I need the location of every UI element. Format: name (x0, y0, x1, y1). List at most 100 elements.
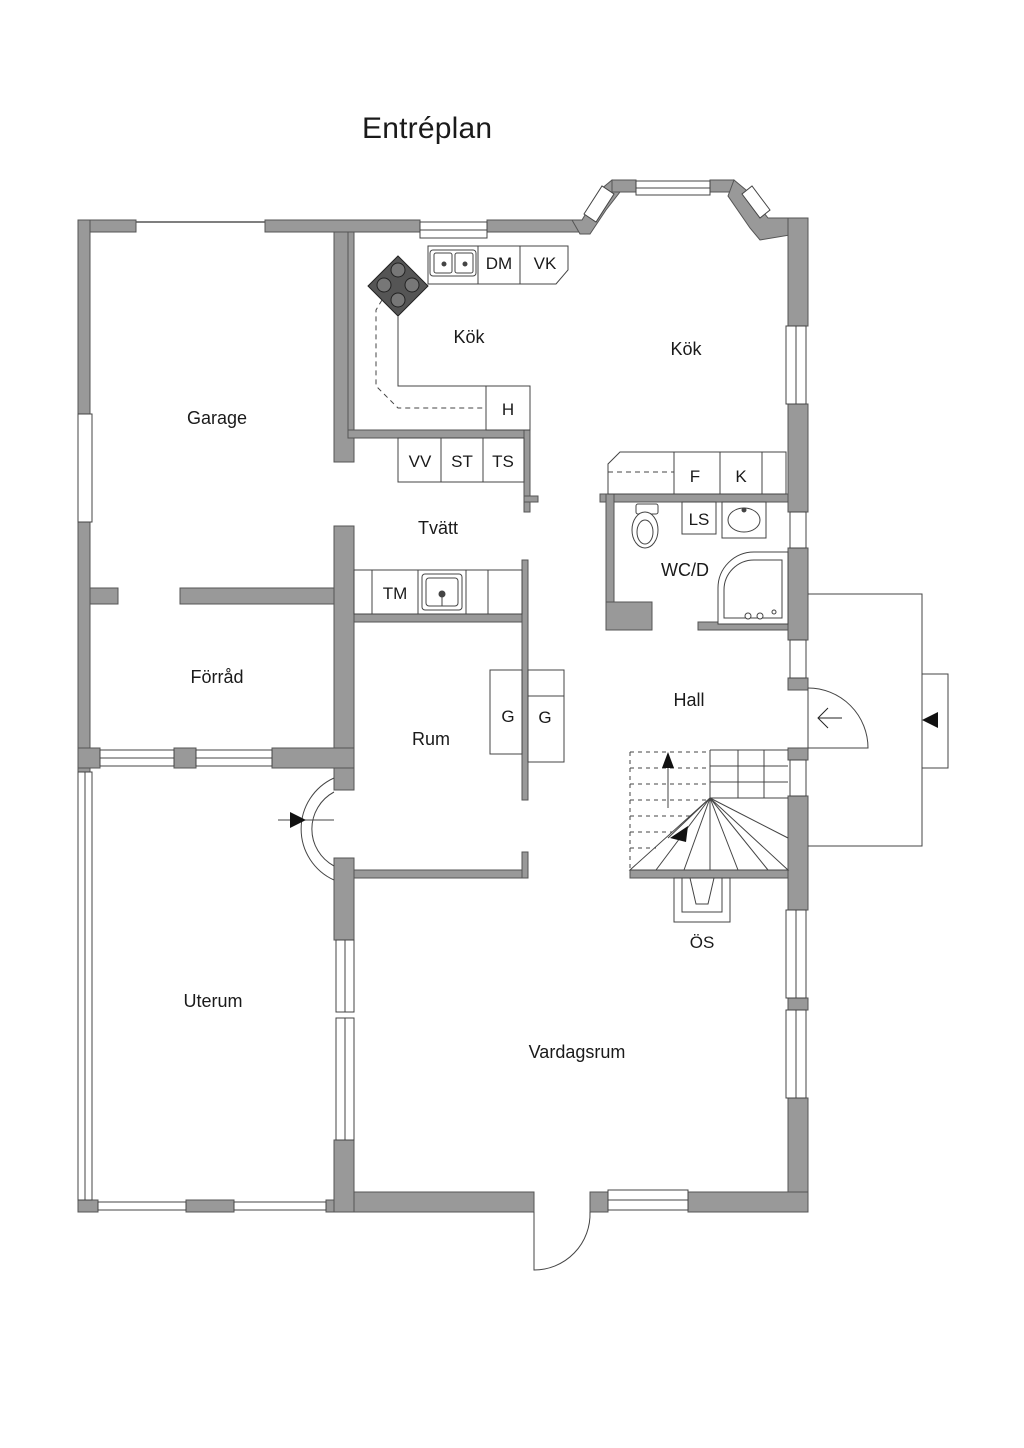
wall-uterum-bottom-2 (185, 1199, 235, 1213)
label-vv: VV (409, 452, 432, 471)
label-g-left: G (501, 707, 514, 726)
wall-right-2 (787, 403, 809, 513)
wall-outer-top-mid (264, 219, 421, 233)
double-sink-icon (429, 249, 477, 277)
wall-bottom-1 (333, 1191, 535, 1213)
porch-outline (808, 593, 923, 847)
wall-uterum-right-2 (333, 1139, 355, 1213)
label-wc: WC/D (661, 560, 709, 580)
window-garage-left (77, 413, 93, 523)
wall-rum-bottom-stub (521, 851, 529, 879)
wall-kitchen-stub-end (523, 495, 539, 503)
wall-right-5 (787, 747, 809, 761)
wall-rum-right (521, 559, 529, 801)
entrance-door-swing (807, 687, 869, 749)
shower-icon (717, 551, 789, 625)
ls-cabinet (681, 501, 717, 535)
wall-uterum-right-1 (333, 857, 355, 941)
label-garage: Garage (187, 408, 247, 428)
fixture-labels: DM VK H VV ST TS F K LS TM G G ÖS (383, 254, 748, 952)
wall-right-1 (787, 217, 809, 327)
wall-bay-top-left (611, 179, 637, 193)
label-forrad: Förråd (190, 667, 243, 687)
washbasin-icon (721, 501, 767, 539)
door-uterum-swing (300, 777, 335, 881)
page-title: Entréplan (362, 112, 493, 145)
stairs (628, 749, 790, 871)
stove-icon (367, 255, 429, 317)
wall-forrad-bottom-3 (271, 747, 355, 769)
cabinet-g-right (527, 669, 565, 763)
wall-forrad-bottom-1 (77, 747, 101, 769)
kitchen-h-cabinet (485, 385, 531, 431)
wall-garage-forrad-1 (89, 587, 119, 605)
fireplace-icon (673, 877, 731, 923)
wall-wc-left-foot (605, 601, 653, 631)
laundry-cabinets (397, 437, 525, 483)
label-g-right: G (538, 708, 551, 727)
wall-kitchen-left (347, 231, 355, 437)
window-bay-right (741, 185, 771, 219)
window-wc-right (789, 511, 807, 549)
wall-right-7 (787, 997, 809, 1011)
wall-bottom-2 (589, 1191, 609, 1213)
label-f: F (690, 467, 700, 486)
window-hall-right-2 (789, 759, 807, 797)
label-k: K (735, 467, 747, 486)
wall-right-4 (787, 677, 809, 691)
kitchen-fixtures (353, 245, 787, 763)
wall-garage-forrad-2 (179, 587, 355, 605)
label-vk: VK (534, 254, 557, 273)
window-hall-right-1 (789, 639, 807, 679)
wall-bottom-3 (687, 1191, 809, 1213)
stair-arrow-icon (662, 752, 674, 768)
toilet-icon (631, 503, 659, 549)
door-uterum-swing-inner (311, 791, 335, 867)
cabinet-g-left (489, 669, 523, 755)
room-labels: Garage Kök Kök Tvätt Förråd Rum Hall WC/… (183, 327, 709, 1062)
label-os: ÖS (690, 933, 715, 952)
door-living-swing (533, 1211, 591, 1271)
label-dm: DM (486, 254, 512, 273)
wall-left-1 (77, 219, 91, 415)
label-tvatt: Tvätt (418, 518, 458, 538)
window-uterum-bottom-1 (97, 1201, 187, 1211)
wall-tvatt-left (333, 525, 355, 791)
wall-right-3 (787, 547, 809, 641)
label-uterum: Uterum (183, 991, 242, 1011)
wall-stair-bottom (629, 869, 789, 879)
fk-cabinets (607, 451, 787, 495)
wall-forrad-bottom-2 (173, 747, 197, 769)
label-kok-1: Kök (453, 327, 485, 347)
wall-rum-bottom (353, 869, 529, 879)
laundry-sink-icon (421, 573, 463, 611)
label-st: ST (451, 452, 473, 471)
wall-tvatt-rum (353, 613, 529, 623)
doors (278, 593, 949, 1271)
label-rum: Rum (412, 729, 450, 749)
wall-uterum-bottom-1 (77, 1199, 99, 1213)
label-tm: TM (383, 584, 408, 603)
label-kok-2: Kök (670, 339, 702, 359)
label-ts: TS (492, 452, 514, 471)
label-hall: Hall (673, 690, 704, 710)
wall-outer-top-kitchen (486, 219, 583, 233)
wall-right-6 (787, 795, 809, 911)
label-h: H (502, 400, 514, 419)
door-arrow-icon (290, 812, 306, 828)
stair-outline (628, 797, 790, 871)
window-uterum-bottom-2 (233, 1201, 327, 1211)
window-bay-left (583, 185, 615, 223)
label-vardagsrum: Vardagsrum (529, 1042, 626, 1062)
entrance-arrow-icon (817, 707, 842, 729)
wc-fixtures (631, 501, 789, 625)
stair-arrow-down-icon (670, 826, 688, 842)
wall-left-2 (77, 521, 91, 773)
porch-arrow-icon (922, 712, 938, 728)
kitchen-upper-cabinet (375, 299, 486, 409)
wall-wc-top (599, 493, 789, 503)
label-ls: LS (689, 510, 710, 529)
wall-kitchen-tvatt (347, 429, 531, 439)
